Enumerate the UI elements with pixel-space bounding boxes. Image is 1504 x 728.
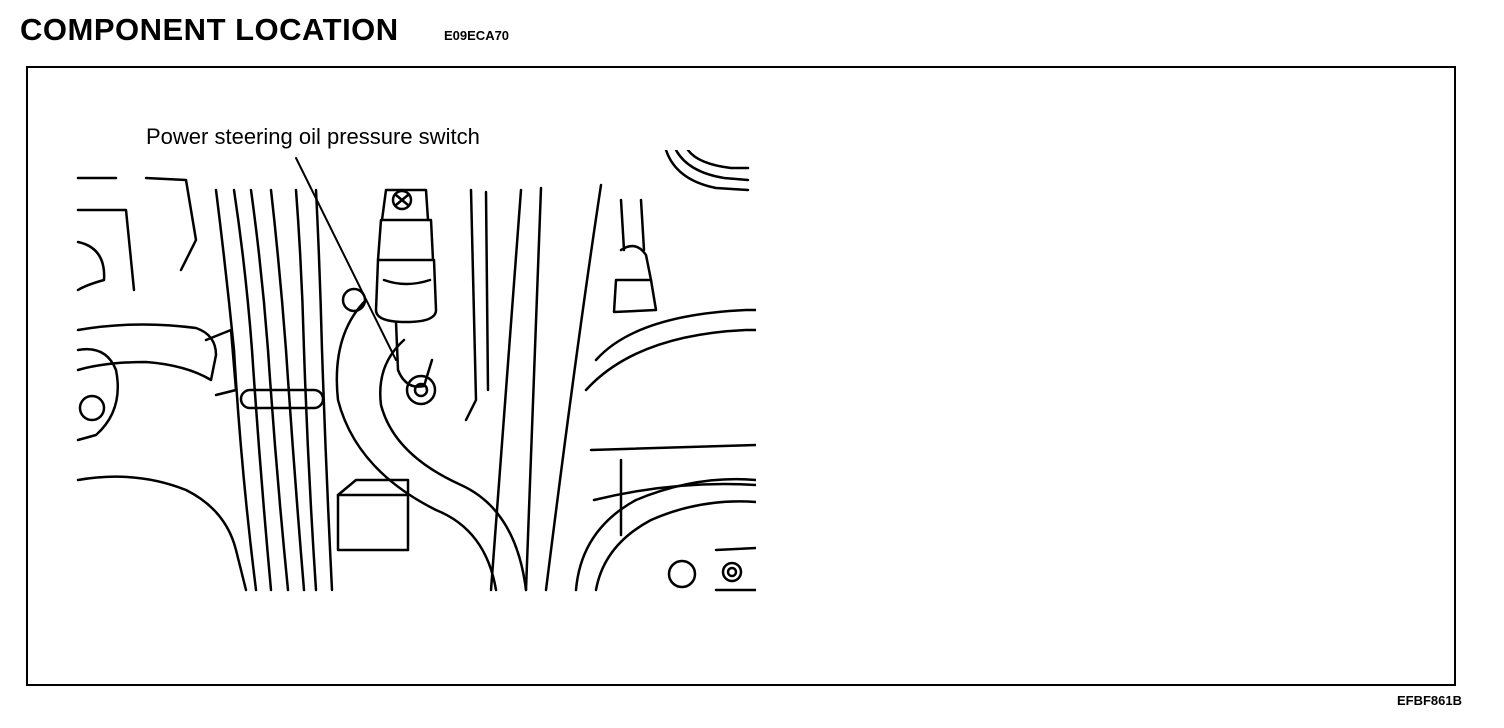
pressure-hose <box>335 298 498 592</box>
mounting-bolt <box>341 287 367 313</box>
pulley <box>574 308 756 592</box>
left-bolt <box>78 394 106 422</box>
drive-belt <box>489 188 523 592</box>
callout-leader-line <box>295 157 397 361</box>
callout-label: Power steering oil pressure switch <box>146 124 480 149</box>
lower-block <box>336 493 410 552</box>
bypass-hose <box>76 323 218 382</box>
page-title: COMPONENT LOCATION <box>20 12 399 47</box>
figure-reference-code: EFBF861B <box>1396 693 1462 708</box>
left-bracket <box>76 176 136 292</box>
figure-frame <box>26 66 1456 686</box>
lower-right-bolt-2 <box>721 561 743 583</box>
upper-right-housing <box>664 150 750 192</box>
cable-tie <box>239 388 325 410</box>
power-steering-oil-pressure-switch <box>374 188 438 406</box>
wire-bundle <box>214 188 258 592</box>
lower-right-bolt-1 <box>667 559 697 589</box>
engine-illustration <box>76 150 756 592</box>
section-code: E09ECA70 <box>444 28 510 43</box>
hose-fitting <box>612 198 658 314</box>
